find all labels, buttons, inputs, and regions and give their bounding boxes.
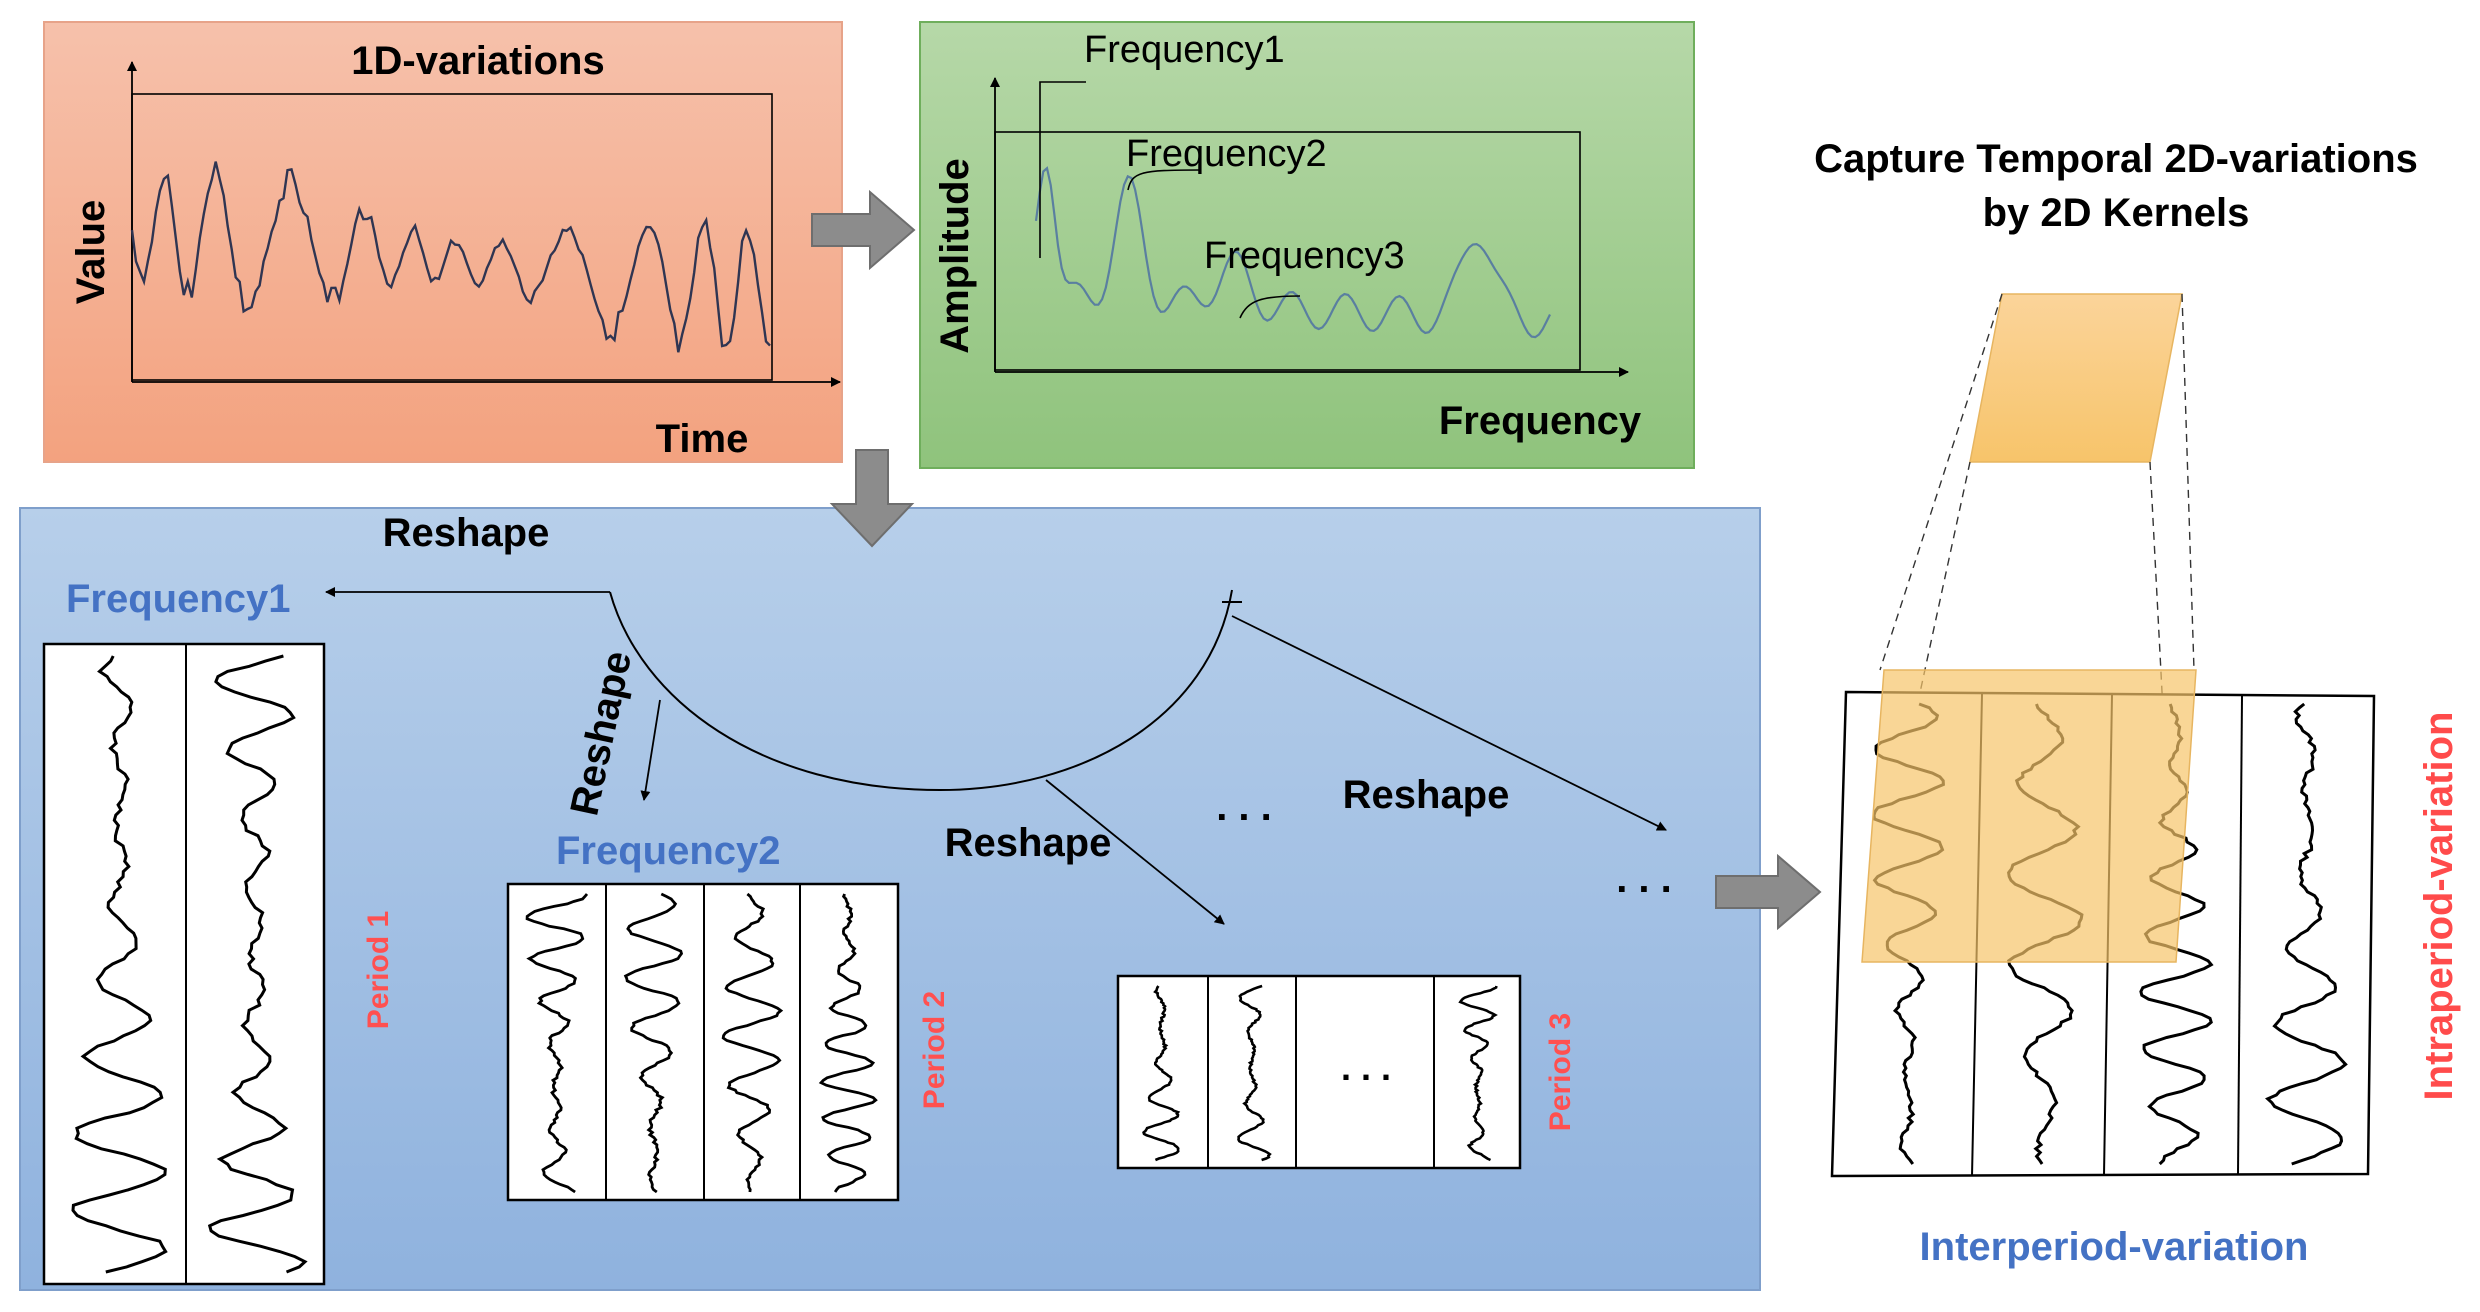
- time-series-curve: [130, 161, 771, 353]
- reshape-arrows: [325, 587, 1667, 925]
- reshape-label-right: Reshape: [1343, 773, 1510, 817]
- kernel-title-line1: Capture Temporal 2D-variations: [1814, 137, 2418, 181]
- period1-column1-wave: [71, 655, 168, 1274]
- period2-column1-wave: [525, 893, 589, 1194]
- arrow-to-2d-kernels: [1715, 853, 1822, 931]
- period2-table: [506, 882, 900, 1202]
- interperiod-variation-label: Interperiod-variation: [1920, 1225, 2309, 1269]
- annotation-frequency2: Frequency2: [1126, 133, 1327, 175]
- panel-frequency-y-label: Amplitude: [933, 158, 977, 354]
- period2-column4-wave: [818, 893, 878, 1193]
- annotation-frequency1: Frequency1: [1084, 29, 1285, 71]
- period1-table: [42, 642, 326, 1286]
- arrow-to-reshape-panel: [829, 449, 915, 548]
- period2-column3-wave: [721, 892, 784, 1193]
- frequency1-label: Frequency1: [66, 577, 291, 621]
- panel-1d-variations: 1D-variations Value Time: [43, 21, 843, 463]
- period3-table: [1116, 974, 1522, 1170]
- reshape-label-top: Reshape: [383, 511, 550, 555]
- annotation-frequency3: Frequency3: [1204, 235, 1405, 277]
- period3-column2-wave: [1237, 984, 1272, 1162]
- period3-ellipsis: . . .: [1341, 1047, 1391, 1088]
- 2d-column4-wave: [2265, 702, 2348, 1166]
- panel-1d-title: 1D-variations: [351, 39, 604, 83]
- frequency3-leader: [1239, 295, 1301, 319]
- ellipsis-upper: . . .: [1216, 785, 1272, 829]
- spectrum-curve: [1034, 166, 1551, 339]
- arrow-to-frequency-panel: [811, 189, 916, 271]
- frequency2-leader: [1127, 169, 1201, 191]
- panel-frequency-x-label: Frequency: [1439, 399, 1642, 443]
- kernel-parallelogram-large: [1861, 669, 2197, 963]
- period2-label: Period 2: [918, 991, 951, 1109]
- period1-column2-wave: [207, 654, 308, 1274]
- ellipsis-lower: . . .: [1616, 857, 1672, 901]
- intraperiod-variation-label: Intraperiod-variation: [2417, 712, 2461, 1101]
- period3-label: Period 3: [1544, 1013, 1577, 1131]
- panel-1d-y-label: Value: [69, 200, 113, 305]
- period1-label: Period 1: [362, 911, 395, 1029]
- frequency2-label: Frequency2: [556, 829, 781, 873]
- period3-column4-wave: [1458, 985, 1498, 1162]
- period3-column1-wave: [1142, 985, 1181, 1162]
- panel-frequency: Frequency1 Frequency2 Frequency3 Amplitu…: [919, 21, 1695, 469]
- kernel-parallelogram-small: [1969, 293, 2183, 463]
- kernel-title-line2: by 2D Kernels: [1983, 191, 2250, 235]
- frequency1-leader: [1039, 81, 1086, 258]
- period2-column2-wave: [623, 892, 684, 1194]
- panel-1d-x-label: Time: [656, 417, 749, 461]
- reshape-label-middle: Reshape: [945, 821, 1112, 865]
